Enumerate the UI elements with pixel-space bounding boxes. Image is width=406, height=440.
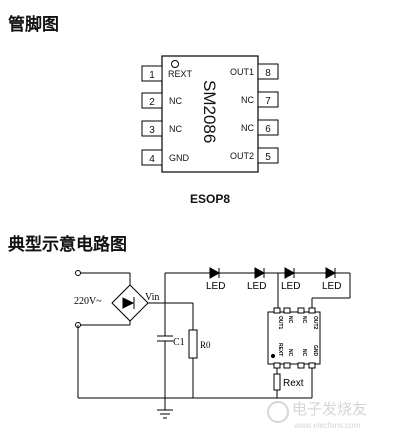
pin-name: OUT2	[230, 151, 254, 161]
watermark-text: 电子发烧友	[292, 400, 367, 418]
bridge-diode-icon	[122, 297, 135, 309]
input-terminal-top	[75, 270, 81, 276]
c1-label: C1	[173, 337, 185, 348]
led-4-icon	[325, 267, 337, 279]
chip-top-pin-3: NC	[301, 316, 307, 324]
circuit-labels: 220V~ Vin C1 R0 LED LED LED LED Rext	[74, 281, 341, 389]
pin-number: 6	[265, 124, 271, 135]
right-pin-7: 7 NC	[241, 91, 279, 108]
vin-label: Vin	[145, 292, 159, 303]
package-label: ESOP8	[190, 192, 230, 206]
circuit-chip-pins: OUT1 NC NC OUT2 REXT NC NC GND	[277, 316, 318, 357]
led-3-icon	[284, 267, 296, 279]
watermark-logo-icon	[267, 401, 289, 423]
watermark-url: www.elecfans.com	[293, 421, 361, 430]
pin-name: OUT1	[230, 67, 254, 77]
left-pin-2: 2 NC	[141, 92, 182, 109]
left-pin-3: 3 NC	[141, 120, 182, 137]
pin-number: 3	[149, 125, 155, 136]
pin-name: NC	[169, 124, 182, 134]
package-body	[161, 55, 259, 173]
rext-label: Rext	[283, 378, 304, 389]
pin1-marker	[171, 60, 179, 68]
input-voltage-label: 220V~	[74, 296, 102, 307]
led-1-label: LED	[206, 281, 225, 292]
pin-name: NC	[169, 96, 182, 106]
chip-bottom-pin-2: NC	[287, 349, 293, 357]
chip-bottom-pin-4: GND	[312, 345, 318, 357]
pin-number: 7	[265, 96, 271, 107]
chip-pin1-marker	[270, 353, 276, 359]
r0-label: R0	[200, 340, 211, 350]
led-1-icon	[209, 267, 221, 279]
watermark: 电子发烧友 www.elecfans.com	[267, 400, 367, 430]
resistor-r0-icon	[188, 329, 198, 359]
resistor-rext-icon	[273, 373, 281, 391]
chip-top-pin-2: NC	[287, 316, 293, 324]
ic-package: SM2086 1 REXT 2 NC 3 NC 4 GND 8 OUT1	[141, 55, 279, 206]
right-pin-6: 6 NC	[241, 119, 279, 136]
left-pin-1: 1 REXT	[141, 65, 193, 82]
right-pin-5: 5 OUT2	[230, 147, 279, 164]
pin-name: GND	[169, 153, 190, 163]
left-pin-4: 4 GND	[141, 149, 190, 166]
typical-circuit	[75, 267, 351, 419]
pin-name: NC	[241, 123, 254, 133]
circuit-chip	[267, 311, 321, 365]
chip-top-pin-4: OUT2	[312, 316, 318, 330]
typical-circuit-heading: 典型示意电路图	[8, 235, 127, 255]
led-3-label: LED	[281, 281, 300, 292]
led-2-label: LED	[247, 281, 266, 292]
pinout-heading: 管脚图	[8, 15, 59, 35]
pin-number: 8	[265, 68, 271, 79]
pin-number: 5	[265, 152, 271, 163]
pin-name: NC	[241, 95, 254, 105]
led-4-label: LED	[322, 281, 341, 292]
right-pin-8: 8 OUT1	[230, 63, 279, 80]
chip-bottom-pin-1: REXT	[277, 343, 283, 356]
chip-name: SM2086	[200, 80, 219, 143]
pin-name: REXT	[168, 69, 193, 79]
pin-number: 2	[149, 97, 155, 108]
ground-icon	[157, 409, 173, 419]
pin-number: 1	[149, 70, 155, 81]
led-2-icon	[254, 267, 266, 279]
capacitor-c1-icon	[157, 335, 173, 342]
chip-top-pin-1: OUT1	[277, 316, 283, 330]
chip-bottom-pin-3: NC	[301, 349, 307, 357]
pin-number: 4	[149, 154, 155, 165]
